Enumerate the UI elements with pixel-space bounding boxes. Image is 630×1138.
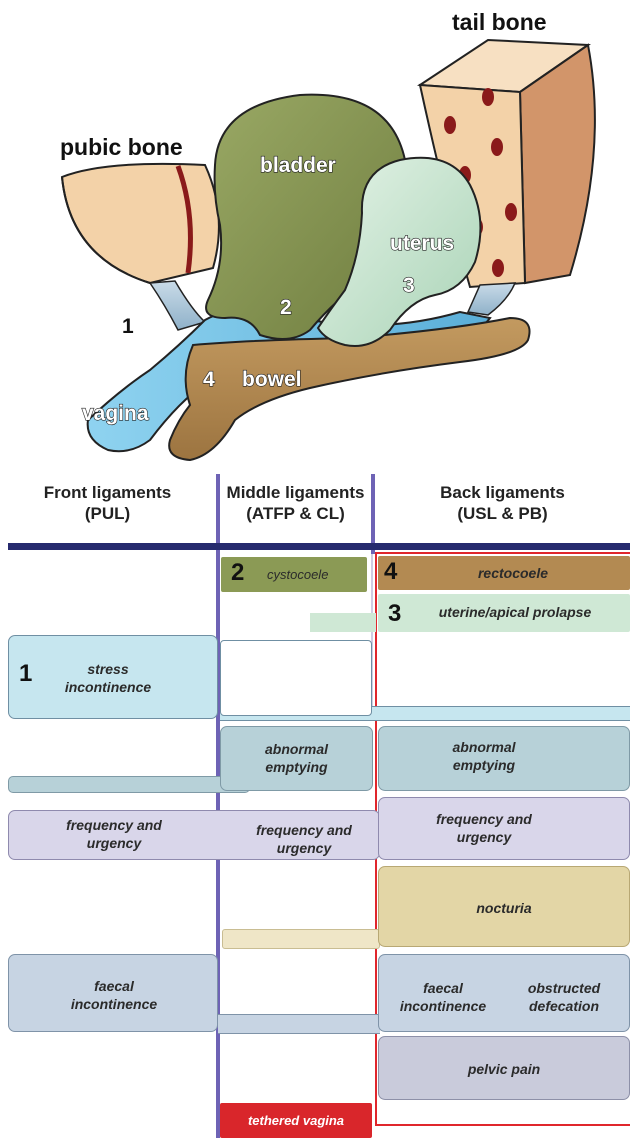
- rectocoele-number: 4: [384, 558, 397, 586]
- uterus-label: uterus: [390, 232, 454, 255]
- frequency-urgency-middle-label: frequency and urgency: [239, 821, 369, 857]
- nocturia-extension: [222, 929, 380, 949]
- header-back-subtitle: (USL & PB): [375, 503, 630, 524]
- header-front-ligaments: Front ligaments (PUL): [0, 482, 215, 524]
- obstructed-defecation-line2: defecation: [509, 997, 619, 1015]
- header-back-ligaments: Back ligaments (USL & PB): [375, 482, 630, 524]
- nocturia-label: nocturia: [379, 899, 629, 917]
- frequency-urgency-front-box: frequency and urgency frequency and urge…: [8, 810, 380, 860]
- frequency-urgency-front-label: frequency and urgency: [49, 816, 179, 852]
- middle-empty-cell: [220, 640, 372, 716]
- abnormal-emptying-back-label: abnormal emptying: [379, 738, 589, 774]
- pubic-bone: [62, 164, 219, 283]
- abnormal-emptying-back-box: abnormal emptying: [378, 726, 630, 791]
- nocturia-box: nocturia: [378, 866, 630, 947]
- abnormal-emptying-middle-label: abnormal emptying: [221, 740, 372, 776]
- frequency-urgency-back-line2: urgency: [379, 828, 589, 846]
- back-ligament: [468, 283, 515, 315]
- header-middle-subtitle: (ATFP & CL): [218, 503, 373, 524]
- uterine-prolapse-number: 3: [388, 600, 401, 628]
- abnormal-emptying-middle-line2: emptying: [221, 758, 372, 776]
- vagina-label: vagina: [82, 402, 149, 425]
- stress-incontinence-box: 1 stress incontinence: [8, 635, 218, 719]
- faecal-incontinence-back-label: faecal incontinence: [393, 979, 493, 1015]
- frequency-urgency-back-line1: frequency and: [379, 810, 589, 828]
- obstructed-defecation-label: obstructed defecation: [509, 979, 619, 1015]
- front-ligament: [150, 281, 205, 330]
- faecal-incontinence-back-line1: faecal: [393, 979, 493, 997]
- stress-incontinence-line1: stress: [53, 660, 163, 678]
- abnormal-emptying-back-line1: abnormal: [379, 738, 589, 756]
- abnormal-emptying-back-line2: emptying: [379, 756, 589, 774]
- frequency-urgency-middle-line1: frequency and: [239, 821, 369, 839]
- column-divider-right: [371, 474, 375, 554]
- stress-incontinence-line2: incontinence: [53, 678, 163, 696]
- number-1-label: 1: [122, 315, 134, 338]
- uterine-prolapse-box: 3 uterine/apical prolapse: [378, 594, 630, 632]
- pelvic-pain-box: pelvic pain: [378, 1036, 630, 1100]
- header-middle-ligaments: Middle ligaments (ATFP & CL): [218, 482, 373, 524]
- faecal-incontinence-front-label: faecal incontinence: [49, 977, 179, 1013]
- column-divider-left: [216, 474, 220, 1138]
- cystocoele-box: 2 cystocoele: [221, 557, 367, 592]
- bladder-label: bladder: [260, 154, 336, 177]
- header-divider-bar: [8, 543, 630, 550]
- header-middle-title: Middle ligaments: [218, 482, 373, 503]
- header-front-subtitle: (PUL): [0, 503, 215, 524]
- abnormal-emptying-middle-line1: abnormal: [221, 740, 372, 758]
- abnormal-emptying-middle-box: abnormal emptying: [220, 726, 373, 791]
- bowel-label: bowel: [242, 368, 302, 391]
- stress-incontinence-number: 1: [19, 660, 32, 688]
- pubic-bone-label: pubic bone: [60, 134, 183, 160]
- faecal-incontinence-extension: [218, 1014, 380, 1034]
- frequency-urgency-front-line2: urgency: [49, 834, 179, 852]
- tethered-vagina-box: tethered vagina: [220, 1103, 372, 1138]
- tail-bone-label: tail bone: [452, 9, 547, 35]
- faecal-obstructed-back-box: faecal incontinence obstructed defecatio…: [378, 954, 630, 1032]
- red-frame-top: [376, 552, 630, 554]
- cystocoele-number: 2: [231, 559, 244, 587]
- rectocoele-box: 4 rectocoele: [378, 556, 630, 590]
- faecal-incontinence-front-box: faecal incontinence: [8, 954, 218, 1032]
- header-front-title: Front ligaments: [0, 482, 215, 503]
- uterine-prolapse-label: uterine/apical prolapse: [410, 603, 620, 621]
- frequency-urgency-front-line1: frequency and: [49, 816, 179, 834]
- cystocoele-label: cystocoele: [267, 566, 328, 584]
- header-back-title: Back ligaments: [375, 482, 630, 503]
- frequency-urgency-back-label: frequency and urgency: [379, 810, 589, 846]
- uterine-prolapse-extension: [310, 613, 376, 632]
- abnormal-emptying-extension: [8, 776, 250, 793]
- frequency-urgency-back-box: frequency and urgency: [378, 797, 630, 860]
- number-3-label: 3: [403, 274, 415, 297]
- tethered-vagina-label: tethered vagina: [220, 1112, 372, 1130]
- faecal-incontinence-front-line1: faecal: [49, 977, 179, 995]
- rectocoele-label: rectocoele: [438, 564, 588, 582]
- obstructed-defecation-line1: obstructed: [509, 979, 619, 997]
- red-frame-bottom: [375, 1124, 630, 1126]
- faecal-incontinence-front-line2: incontinence: [49, 995, 179, 1013]
- faecal-incontinence-back-line2: incontinence: [393, 997, 493, 1015]
- frequency-urgency-middle-line2: urgency: [239, 839, 369, 857]
- pelvic-pain-label: pelvic pain: [379, 1060, 629, 1078]
- pelvic-anatomy-illustration: tail bone pubic bone bladder uterus bowe…: [0, 0, 630, 470]
- number-4-label: 4: [203, 368, 215, 391]
- number-2-label: 2: [280, 296, 292, 319]
- stress-incontinence-label: stress incontinence: [53, 660, 163, 696]
